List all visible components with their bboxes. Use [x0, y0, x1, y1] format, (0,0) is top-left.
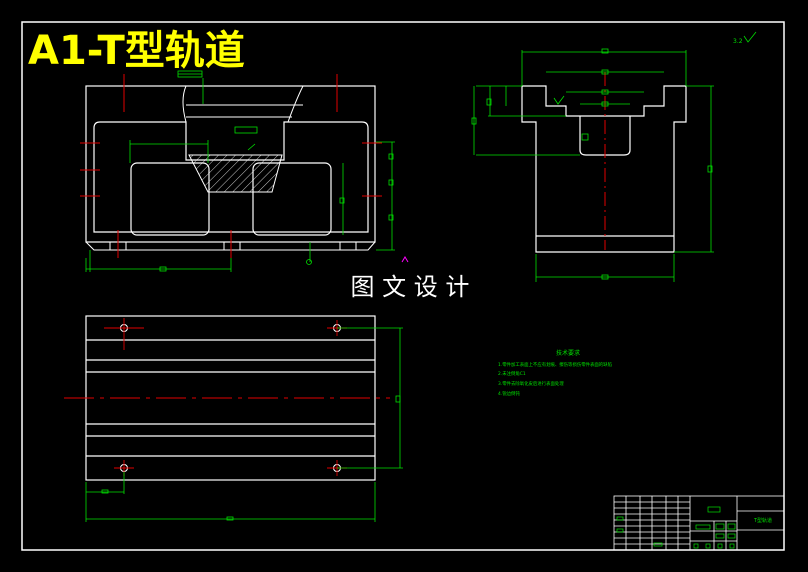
title-block-green-fields — [616, 506, 736, 549]
front-view — [85, 85, 376, 251]
center-mark — [401, 256, 409, 263]
note-3: 3.零件去除氧化皮后进行表面处理 — [498, 380, 564, 387]
side-view — [521, 72, 687, 253]
top-view-hole-center-lines — [104, 318, 347, 476]
roughness-symbol: 3.2 — [553, 31, 757, 105]
top-view-dimensions — [85, 327, 403, 522]
title-block-part-label: T型轨道 — [753, 517, 772, 524]
side-view-dimensions — [471, 48, 714, 282]
watermark-text: 图 文 设 计 — [351, 273, 470, 301]
roughness-value: 3.2 — [733, 38, 743, 45]
front-view-center-lines — [80, 74, 382, 258]
drawing-title: A1-T型轨道 — [28, 28, 245, 74]
title-block — [613, 495, 785, 551]
note-2: 2.未注倒角C1 — [498, 370, 526, 377]
technical-notes: 技术要求 1.零件加工表面上不应有划痕、擦伤等损伤零件表面的缺陷 2.未注倒角C… — [498, 349, 612, 397]
note-4: 4.锐边倒钝 — [498, 390, 520, 397]
top-view — [64, 315, 390, 481]
notes-heading: 技术要求 — [556, 349, 580, 357]
front-view-dimensions — [85, 70, 395, 272]
drawing-frame — [21, 21, 785, 551]
note-1: 1.零件加工表面上不应有划痕、擦伤等损伤零件表面的缺陷 — [498, 361, 612, 368]
